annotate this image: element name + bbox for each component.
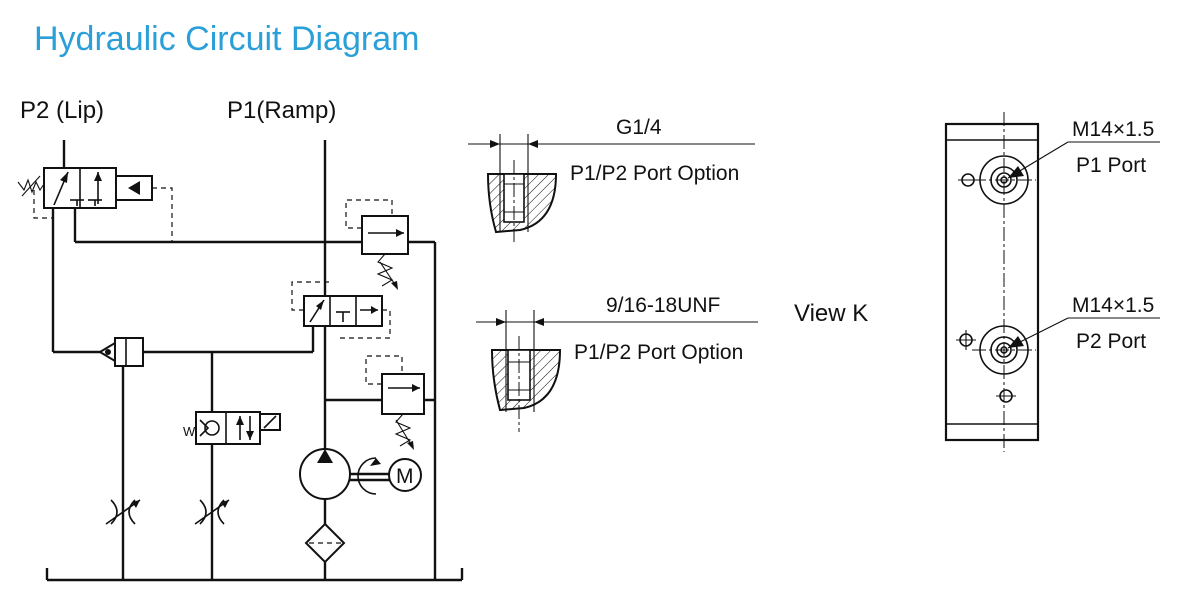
hydraulic-circuit: W M: [17, 140, 464, 582]
circuit-lines: [45, 140, 464, 582]
directional-valve-middle: [291, 281, 391, 339]
view-k-label: View K: [794, 300, 868, 327]
p1-port: [958, 155, 1036, 205]
throttle-valve-middle: [194, 499, 230, 525]
p2-port-label: P2 Port: [1076, 330, 1146, 353]
pilot-check-valve: [98, 337, 144, 367]
hydraulic-pump: [299, 448, 390, 500]
p1-port-label: P1 Port: [1076, 154, 1146, 177]
p2-thread-label: M14×1.5: [1072, 294, 1154, 317]
port-option-top: G1/4 P1/P2 Port Option: [468, 116, 755, 242]
solenoid-valve-p2: [17, 167, 173, 242]
motor-letter: M: [396, 465, 414, 488]
relief-valve-lower: [365, 355, 425, 450]
relief-valve-upper: [345, 199, 409, 290]
throttle-valve-left: [105, 499, 141, 525]
port-option-bottom: 9/16-18UNF P1/P2 Port Option: [476, 294, 758, 432]
p2-port: [956, 325, 1036, 403]
port-option-top-caption: P1/P2 Port Option: [570, 162, 739, 185]
page-title: Hydraulic Circuit Diagram: [34, 20, 419, 58]
port-option-bottom-caption: P1/P2 Port Option: [574, 341, 743, 364]
port-option-bottom-thread: 9/16-18UNF: [606, 294, 720, 317]
electric-motor: M: [388, 458, 422, 492]
view-k-manifold: [944, 112, 1160, 452]
valve-spring-letter: W: [183, 424, 196, 439]
port-option-top-thread: G1/4: [616, 116, 662, 139]
port-p1-label: P1(Ramp): [227, 97, 336, 124]
p1-thread-label: M14×1.5: [1072, 118, 1154, 141]
port-p2-label: P2 (Lip): [20, 97, 104, 124]
solenoid-check-valve: W: [183, 411, 281, 445]
filter: [304, 522, 346, 564]
